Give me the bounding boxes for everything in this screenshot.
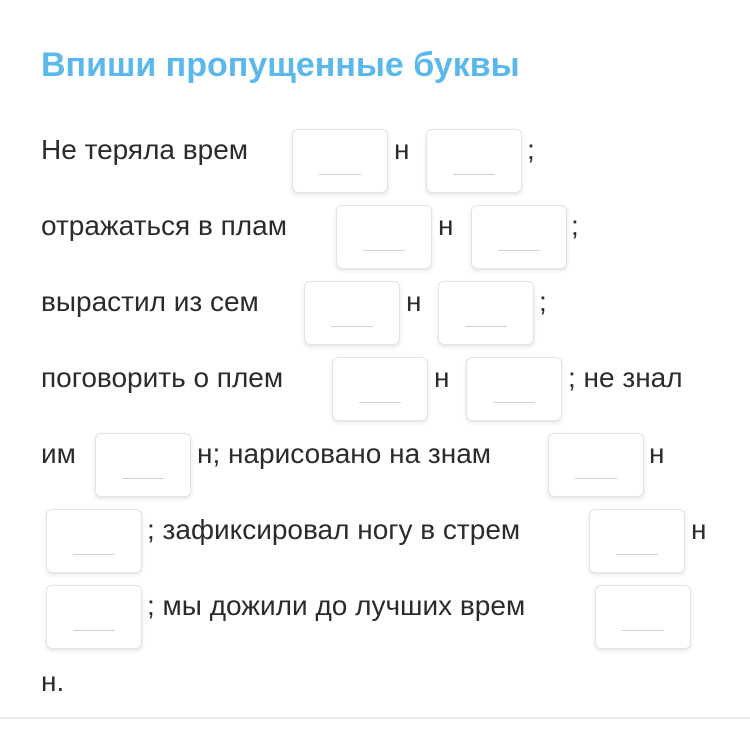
letter-blank-11[interactable]	[46, 509, 142, 573]
text-segment: н	[394, 134, 410, 165]
text-segment: н	[691, 514, 707, 545]
text-segment: ; не знал	[568, 362, 683, 393]
text-segment: н	[434, 362, 450, 393]
text-segment: ;	[571, 210, 579, 241]
letter-blank-3[interactable]	[336, 205, 432, 269]
text-segment: н	[649, 438, 665, 469]
text-segment: ;	[527, 134, 535, 165]
letter-blank-6[interactable]	[438, 281, 534, 345]
text-segment: им	[41, 438, 76, 469]
letter-blank-8[interactable]	[466, 357, 562, 421]
text-segment: ;	[539, 286, 547, 317]
letter-blank-4[interactable]	[471, 205, 567, 269]
divider	[0, 717, 750, 719]
text-segment: н	[406, 286, 422, 317]
text-segment: н; нарисовано на знам	[197, 438, 492, 469]
letter-blank-7[interactable]	[332, 357, 428, 421]
letter-blank-1[interactable]	[292, 129, 388, 193]
text-segment: ; зафиксировал ногу в стрем	[147, 514, 521, 545]
letter-blank-9[interactable]	[95, 433, 191, 497]
letter-blank-5[interactable]	[304, 281, 400, 345]
exercise-title: Впиши пропущенные буквы	[41, 46, 520, 84]
letter-blank-10[interactable]	[548, 433, 644, 497]
text-segment: отражаться в плам	[41, 210, 287, 241]
text-segment: Не теряла врем	[41, 134, 249, 165]
text-segment: ; мы дожили до лучших врем	[147, 590, 526, 621]
text-segment: н	[438, 210, 454, 241]
letter-blank-14[interactable]	[595, 585, 691, 649]
text-segment: поговорить о плем	[41, 362, 284, 393]
text-segment: н.	[41, 666, 65, 697]
letter-blank-13[interactable]	[46, 585, 142, 649]
text-segment: вырастил из сем	[41, 286, 259, 317]
letter-blank-2[interactable]	[426, 129, 522, 193]
letter-blank-12[interactable]	[589, 509, 685, 573]
